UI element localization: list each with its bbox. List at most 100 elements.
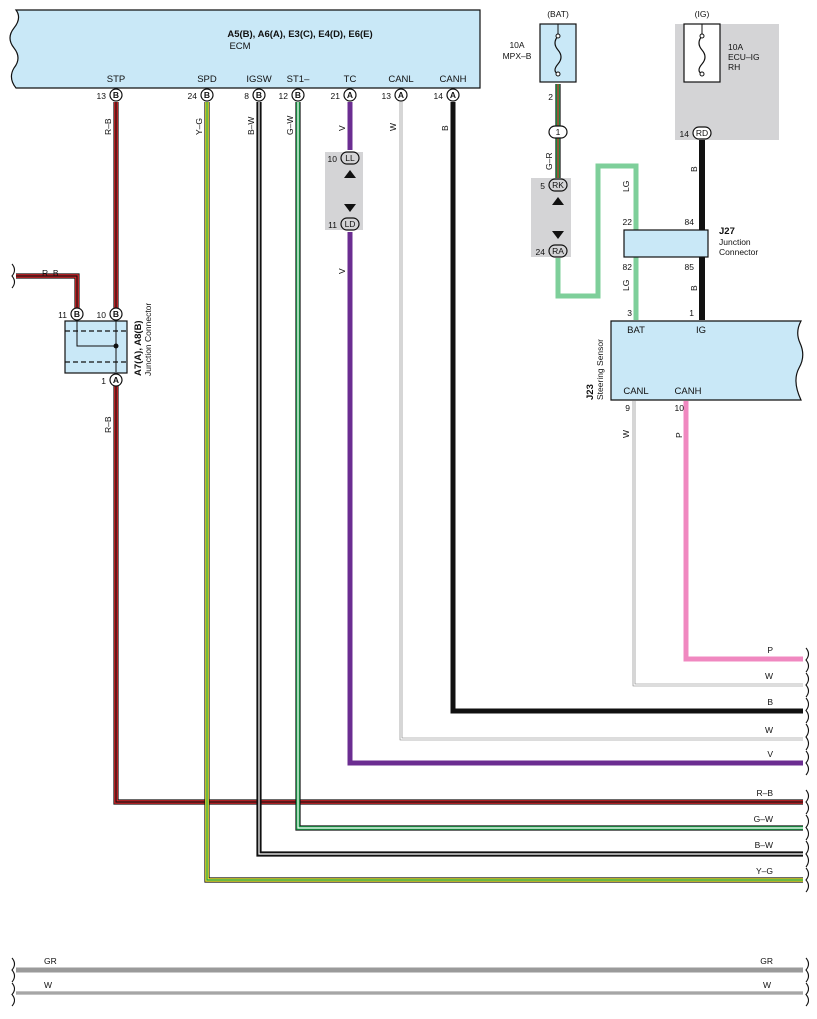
svg-text:A: A [398,90,404,100]
fuse-ig-supply: (IG) [695,9,710,19]
junction-a7-title: A7(A), A8(B) [133,320,144,376]
svg-text:1: 1 [556,127,561,137]
fuse-bat-pin: 2 [548,92,553,102]
ecm: A5(B), A6(A), E3(C), E4(D), E6(E) ECM [9,9,481,89]
wire-label-lg-bottom: LG [621,280,631,291]
svg-text:RK: RK [552,180,564,190]
right-wire-label-6: G–W [754,814,773,824]
right-break-0 [805,647,810,673]
junction-pin-1-num: 1 [101,376,106,386]
break-marks [11,263,810,1007]
right-wire-label-1: W [765,671,773,681]
ecm-pin-num-5: 13 [382,91,392,101]
right-break-2 [805,697,810,724]
bottom-right-break-0 [805,957,810,983]
ecm-pin-label-3: ST1– [287,74,310,85]
j23-name: Steering Sensor [595,339,605,400]
ecm-pin-num-3: 12 [279,91,289,101]
wire-label-igsw: B–W [246,117,256,135]
tc-connector-top: LL [340,151,360,165]
j27-pin-82: 82 [623,262,633,272]
right-wire-label-3: W [765,725,773,735]
wire-labels: R–B Y–G B–W G–W V W B V R–B R–B G–R B LG… [42,116,699,438]
wire-label-canl: W [388,123,398,131]
ecm-pin-label-0: STP [107,74,125,85]
fuse-bat-name: MPX–B [503,51,532,61]
fuse-ig-name1: ECU–IG [728,52,760,62]
j23-pin-bat-num: 3 [627,308,632,318]
right-wire-label-2: B [767,697,773,707]
wire-label-st1: G–W [285,116,295,135]
right-break-3 [805,723,810,751]
ecm-pin-connector-0: B [109,88,123,102]
junction-pin-10-num: 10 [97,310,107,320]
bottom-wire-2-right: W [763,980,771,990]
bat-splice-box [531,178,571,257]
ecm-pin-label-5: CANL [388,74,413,85]
fuse-bat-rating: 10A [509,40,524,50]
ecm-pin-connector-2: B [252,88,266,102]
bat-splice-pin-bottom: 24 [536,247,546,257]
svg-text:RA: RA [552,246,564,256]
svg-text:B: B [295,90,301,100]
wire-j23-canh [683,401,803,662]
fuse-ig-rating: 10A [728,42,743,52]
svg-text:LL: LL [345,153,355,163]
right-wire-label-5: R–B [756,788,773,798]
junction-pin-10: B [109,307,123,321]
bat-arrow-down [552,231,564,239]
j23-code: J23 [585,384,596,400]
wire-label-tc-lower: V [337,268,347,274]
ecm-pin-label-6: CANH [440,74,467,85]
right-break-4 [805,750,810,776]
ecm-pin-num-6: 14 [434,91,444,101]
bat-arrow-up [552,197,564,205]
right-break-6 [805,814,810,841]
left-break-junction [11,263,16,289]
fuse-ig-name2: RH [728,62,740,72]
ecm-pin-label-1: SPD [197,74,217,85]
wire-label-lg-top: LG [621,181,631,192]
wire-label-b-bottom: B [689,285,699,291]
junction-pin-11-num: 11 [58,310,67,320]
j23-pin-ig-num: 1 [689,308,694,318]
tc-arrow-up [344,170,356,178]
wire-stp-out [113,386,803,805]
wire-canh [450,102,803,714]
right-wire-labels: P W B W V R–B G–W B–W Y–G [754,645,774,876]
junction-pin-11: B [70,307,84,321]
ecm-connectors: A5(B), A6(A), E3(C), E4(D), E6(E) [227,29,372,40]
fuse-bat-supply: (BAT) [547,9,569,19]
ecm-pin-label-4: TC [344,74,357,85]
right-wire-label-0: P [767,645,773,655]
j27-code: J27 [719,226,735,237]
j23-pin-ig-label: IG [696,325,706,336]
svg-text:B: B [113,90,119,100]
tc-connector-bottom: LD [340,217,360,231]
svg-text:B: B [113,309,119,319]
ecm-pin-num-0: 13 [97,91,107,101]
bat-connector: 1 [548,125,568,139]
ecm-pin-connector-6: A [446,88,460,102]
svg-text:A: A [347,90,353,100]
right-wire-label-4: V [767,749,773,759]
junction-pin-1: A [109,373,123,387]
ecm-pin-connector-4: A [343,88,357,102]
j27-pin-85: 85 [685,262,695,272]
ecm-pin-connector-1: B [200,88,214,102]
j27-name2: Connector [719,247,758,257]
tc-connector-box [325,152,363,230]
ecm-pin-label-2: IGSW [246,74,271,85]
bottom-wire-2-left: W [44,980,52,990]
j23-steering-sensor: J23 Steering Sensor 3 BAT 1 IG CANL 9 CA… [585,308,804,413]
j23-pin-canl-num: 9 [625,403,630,413]
right-wire-label-8: Y–G [756,866,773,876]
right-wire-label-7: B–W [755,840,773,850]
ecm-pin-num-2: 8 [244,91,249,101]
j23-pin-canl-label: CANL [623,386,648,397]
svg-text:RD: RD [696,128,708,138]
svg-text:B: B [74,309,80,319]
junction-a7-subtitle: Junction Connector [143,303,153,376]
